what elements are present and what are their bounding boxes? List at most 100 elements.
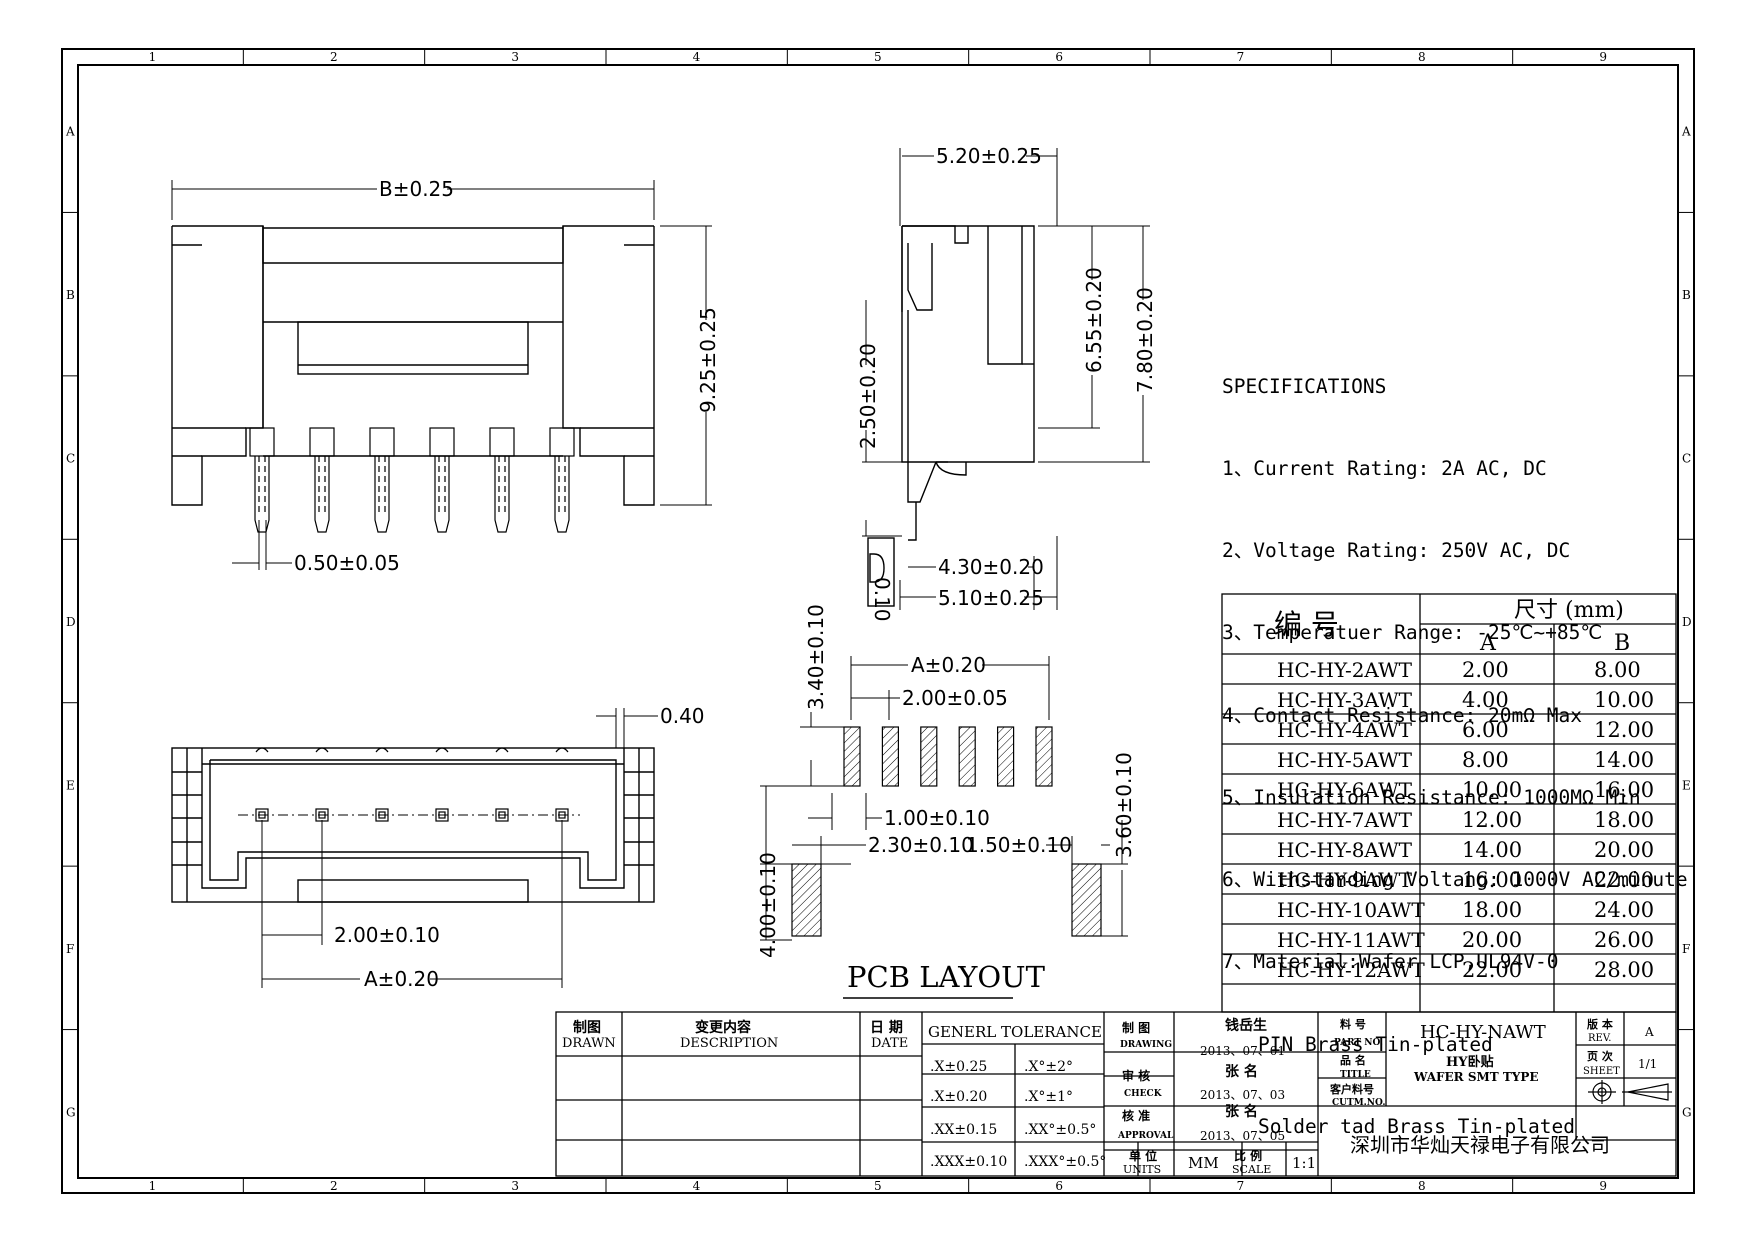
spec-line-1: 1、Current Rating: 2A AC, DC [1222,457,1547,481]
dim-pcb-340: 3.40±0.10 [804,604,828,710]
contact-pin [554,456,570,533]
pin-bump [375,747,389,753]
zone-bottom-label: 9 [1599,1179,1607,1193]
size-table-a-cell: 20.00 [1462,928,1522,952]
tol-r3-c0: .XXX±0.10 [930,1154,1007,1170]
front-pins [249,427,575,533]
frame [61,48,1695,1194]
zone-right-label: E [1682,778,1691,792]
tb-sheet-cn: 页 次 [1587,1049,1613,1063]
zone-top-label: 9 [1599,50,1607,64]
tol-r0-c1: .X°±2° [1024,1059,1073,1075]
dim-tol-box: 0.10 [870,577,894,622]
side-dims [862,148,1150,610]
size-table-b-cell: 24.00 [1594,898,1654,922]
size-table-row-lines [1222,653,1676,985]
spec-line-5: 5、Insulation Resistance: 1000MΩ Min [1222,785,1641,809]
zone-bottom-label: 3 [511,1179,519,1193]
size-table-col-a: A [1479,631,1497,656]
zone-top-label: 6 [1055,50,1063,64]
pin-square [495,808,509,822]
size-table-col-b: B [1614,631,1630,656]
pin-square-inner [378,811,386,819]
zone-left-label: D [66,615,76,629]
tb-scale-en: SCALE [1232,1163,1271,1176]
tol-r0-c0: .X±0.25 [930,1059,987,1075]
tb-date-en: DATE [871,1036,908,1051]
projection-symbol [1588,1080,1672,1104]
size-table-code-header: 编 号 [1274,608,1339,641]
dim-w430: 4.30±0.20 [938,555,1044,579]
size-table-code-cell: HC-HY-7AWT [1277,808,1413,832]
size-table-a-cell: 10.00 [1462,778,1522,802]
pin-bump [255,747,269,753]
size-table-b-cell: 22.00 [1594,868,1654,892]
pin-bump [315,747,329,753]
zone-top-label: 1 [149,50,157,64]
size-table-b-cell: 26.00 [1594,928,1654,952]
zone-bottom-label: 7 [1237,1179,1245,1193]
size-table-code-cell: HC-HY-2AWT [1277,658,1413,682]
tb-sheet-val: 1/1 [1638,1057,1657,1071]
tol-r2-c0: .XX±0.15 [930,1122,997,1138]
tb-partno-cn: 料 号 [1340,1017,1366,1031]
zone-top-label: 3 [511,50,519,64]
dim-bottom-040: 0.40 [660,704,705,728]
size-table-a-cell: 14.00 [1462,838,1522,862]
spec-line-4: 4、Contact Resistance: 20mΩ Max [1222,703,1582,727]
size-table-size-header: 尺寸 (mm) [1514,598,1624,623]
tb-scale-cn: 比 例 [1234,1148,1262,1163]
tb-check-en: CHECK [1124,1089,1163,1099]
pin-housing-slot [309,427,335,457]
pcb-signal-pad [843,726,861,787]
zone-right-label: C [1682,452,1691,466]
zone-bottom-label: 5 [874,1179,882,1193]
dim-height-925: 9.25±0.25 [696,307,720,413]
front-view [171,225,655,506]
size-table-b-cell: 28.00 [1594,958,1654,982]
size-table-a-cell: 18.00 [1462,898,1522,922]
pcb-solder-pad-left [791,863,822,937]
tb-drawing-name: 钱岳生 [1225,1017,1267,1034]
pcb-signal-pad [1035,726,1053,787]
size-table-a-cell: 4.00 [1462,688,1509,712]
pcb-layout-title: PCB LAYOUT [847,960,1046,994]
zone-right-label: B [1682,288,1691,302]
zone-right-label: G [1682,1105,1692,1119]
tb-approval-date: 2013、07、05 [1200,1129,1285,1143]
tol-r1-c1: .X°±1° [1024,1089,1073,1105]
size-table-a-cell: 6.00 [1462,718,1509,742]
zone-bottom-label: 6 [1055,1179,1063,1193]
zone-right-label: A [1681,125,1691,139]
zone-left-label: B [66,288,75,302]
zone-top-label: 8 [1418,50,1426,64]
zone-bottom-label: 4 [693,1179,701,1193]
size-table-b-cell: 14.00 [1594,748,1654,772]
pcb-pads [843,726,1053,787]
size-table-code-cell: HC-HY-12AWT [1277,958,1425,982]
tb-approval-name: 张 名 [1225,1103,1258,1120]
tb-desc-cn: 变更内容 [695,1019,751,1036]
zone-left-label: E [66,778,75,792]
tb-company: 深圳市华灿天禄电子有限公司 [1350,1133,1610,1157]
tol-r2-c1: .XX°±0.5° [1024,1122,1096,1138]
size-table-a-cell: 2.00 [1462,658,1509,682]
tol-header: GENERL TOLERANCE [928,1023,1102,1041]
pcb-dims [760,656,1128,941]
zone-ticks [62,49,1694,1193]
tb-title-val1: HY卧贴 [1446,1054,1494,1070]
pin-housing-slot [429,427,455,457]
tb-desc-en: DESCRIPTION [680,1036,778,1051]
tb-title-cn: 品 名 [1340,1053,1366,1067]
tb-date-cn: 日 期 [870,1020,903,1036]
size-table-code-cell: HC-HY-11AWT [1277,928,1425,952]
size-table-b-cell: 20.00 [1594,838,1654,862]
pin-square [375,808,389,822]
zone-top-label: 2 [330,50,338,64]
tb-scale-val: 1:1 [1292,1154,1316,1172]
size-table-b-cell: 18.00 [1594,808,1654,832]
tb-rev-en: REV. [1588,1033,1611,1044]
tb-units-val: MM [1188,1154,1219,1172]
